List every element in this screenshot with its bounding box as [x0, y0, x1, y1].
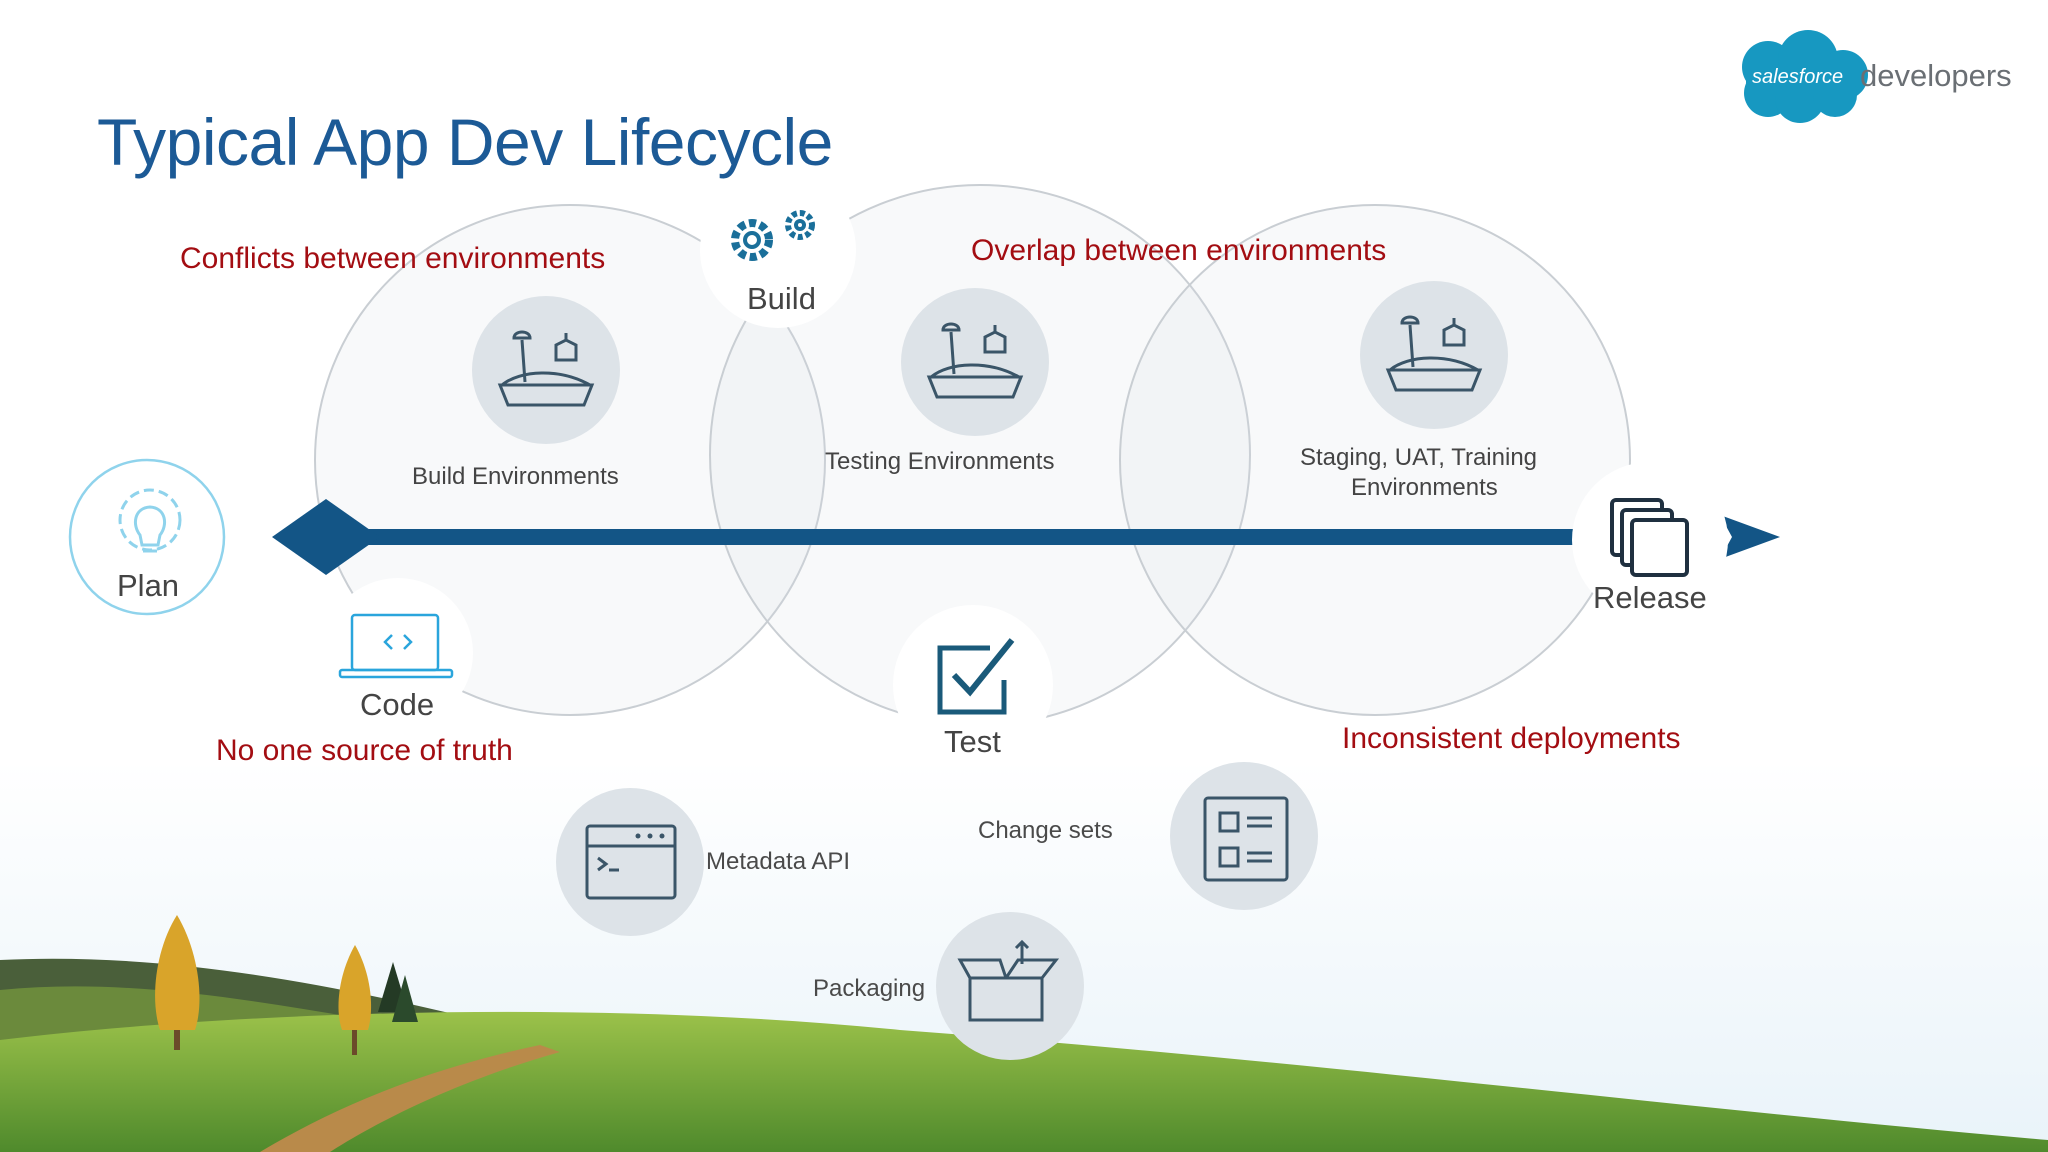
tool-metadata-api-label: Metadata API — [706, 848, 851, 875]
stage-release-label: Release — [1593, 580, 1707, 615]
test-stage — [893, 605, 1053, 765]
env-testing-label: Testing Environments — [825, 448, 1055, 475]
open-box-icon — [936, 912, 1084, 1060]
problem-conflicts: Conflicts between environments — [180, 242, 606, 275]
problem-inconsistent: Inconsistent deployments — [1342, 722, 1681, 755]
terminal-window-icon — [556, 788, 704, 936]
brand-product: developers — [1860, 58, 2012, 93]
env-build-label: Build Environments — [412, 463, 619, 490]
lightbulb-gear-icon — [118, 488, 182, 553]
tree-icon — [338, 945, 372, 1055]
stage-build-label: Build — [747, 281, 816, 316]
salesforce-logo-text: salesforce — [1752, 66, 1844, 88]
page-title: Typical App Dev Lifecycle — [97, 105, 833, 179]
tool-packaging-label: Packaging — [813, 975, 926, 1002]
salesforce-logo — [1742, 30, 1868, 123]
checklist-icon — [1170, 762, 1318, 910]
env-staging-label-line2: Environments — [1351, 474, 1498, 501]
tree-icon — [378, 962, 418, 1022]
environment-circles — [314, 184, 1631, 726]
sandbox-icon — [472, 296, 620, 444]
landscape-illustration — [0, 760, 2048, 1152]
release-stage — [1572, 462, 1728, 618]
problem-no-source: No one source of truth — [216, 734, 513, 767]
laptop-code-icon — [338, 613, 454, 679]
code-stage — [323, 578, 473, 728]
timeline-arrow — [272, 499, 1780, 575]
stage-code-label: Code — [360, 687, 435, 722]
stage-test-label: Test — [944, 724, 1001, 759]
gears-icon — [731, 210, 815, 261]
tool-change-sets-label: Change sets — [978, 817, 1113, 844]
build-stage — [700, 172, 856, 328]
problem-overlap: Overlap between environments — [971, 234, 1387, 267]
tree-icon — [155, 915, 200, 1050]
sandbox-icon — [1360, 281, 1508, 429]
env-staging-label-line1: Staging, UAT, Training — [1300, 444, 1538, 471]
checkbox-icon — [937, 638, 1015, 715]
plan-stage — [68, 458, 226, 616]
stacked-pages-icon — [1610, 498, 1689, 577]
sandbox-icon — [901, 288, 1049, 436]
stage-plan-label: Plan — [117, 568, 180, 603]
